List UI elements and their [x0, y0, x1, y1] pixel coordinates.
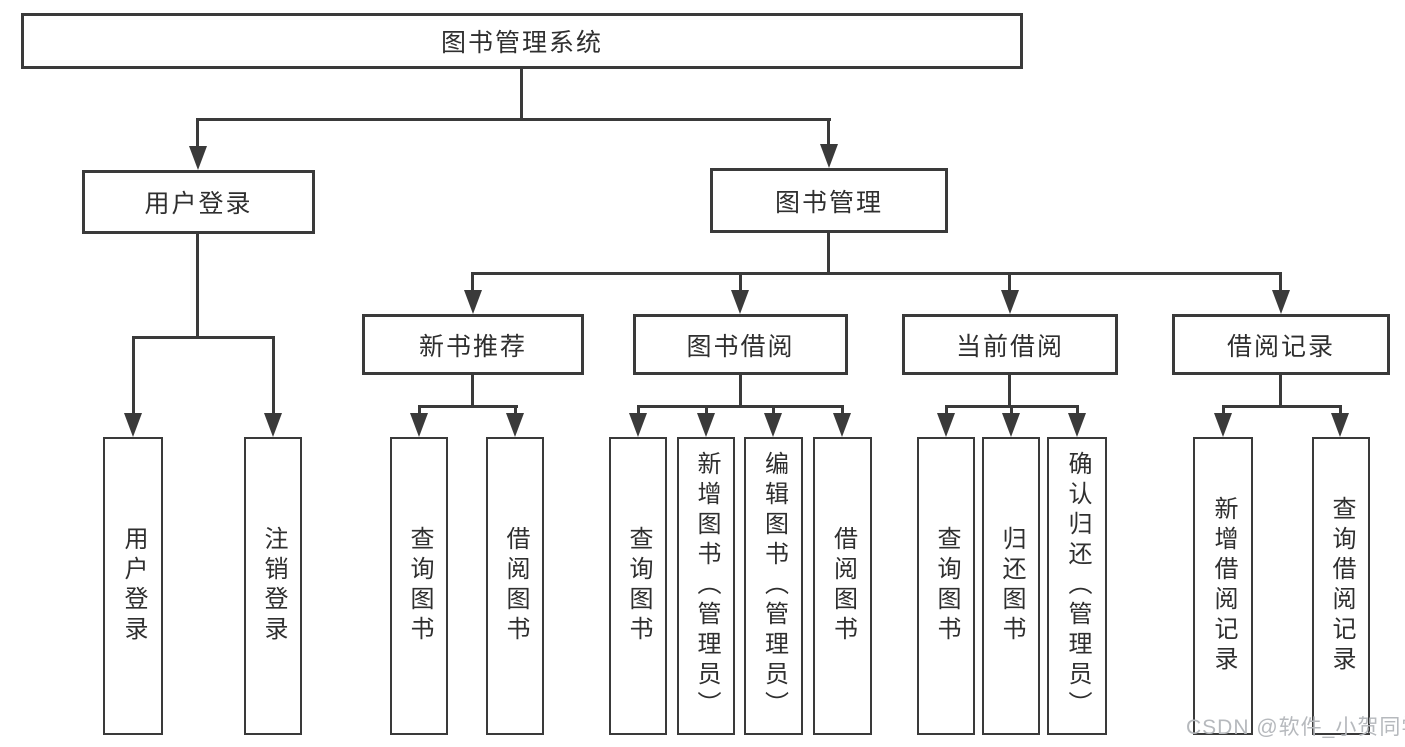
arrow-down-icon	[833, 413, 851, 437]
leaf-confirm-return-admin-label: 确认归还（管理员）	[1064, 451, 1091, 721]
node-current-borrowing-label: 当前借阅	[955, 332, 1064, 361]
connector-drop-level3	[471, 272, 474, 292]
connector-drop-leaf	[1339, 405, 1342, 417]
leaf-query-books-current: 查询图书	[917, 437, 975, 735]
node-book-borrowing: 图书借阅	[633, 314, 848, 375]
arrow-down-icon	[1331, 413, 1349, 437]
connector-recommend-stem	[471, 375, 474, 405]
connector-drop-book-management	[827, 118, 830, 146]
connector-drop-leaf	[272, 336, 275, 415]
leaf-logout: 注销登录	[244, 437, 302, 735]
connector-mgmt-split	[471, 272, 1282, 275]
node-user-login-label: 用户登录	[144, 190, 253, 218]
connector-mgmt-stem	[827, 233, 830, 272]
connector-drop-leaf	[1010, 405, 1013, 417]
node-root: 图书管理系统	[21, 13, 1023, 69]
leaf-query-books-borrow-label: 查询图书	[625, 526, 652, 646]
connector-borrow-split	[637, 405, 844, 408]
connector-drop-leaf	[132, 336, 135, 415]
leaf-borrow-books-label: 借阅图书	[829, 526, 857, 646]
connector-user-split	[132, 336, 275, 339]
connector-drop-leaf	[637, 405, 640, 417]
leaf-confirm-return-admin: 确认归还（管理员）	[1047, 437, 1107, 735]
leaf-edit-books-admin-label: 编辑图书（管理员）	[760, 451, 788, 721]
leaf-edit-books-admin: 编辑图书（管理员）	[744, 437, 803, 735]
leaf-query-books-current-label: 查询图书	[933, 526, 960, 646]
leaf-borrow-books: 借阅图书	[813, 437, 872, 735]
connector-root-stem	[520, 69, 523, 118]
node-book-management: 图书管理	[710, 168, 948, 233]
arrow-down-icon	[410, 413, 428, 437]
leaf-add-books-admin: 新增图书（管理员）	[677, 437, 735, 735]
connector-drop-leaf	[705, 405, 708, 417]
node-root-label: 图书管理系统	[440, 29, 603, 57]
arrow-down-icon	[1068, 413, 1086, 437]
connector-record-stem	[1279, 375, 1282, 405]
connector-drop-leaf	[945, 405, 948, 417]
arrow-down-icon	[124, 413, 142, 437]
connector-root-split	[196, 118, 831, 121]
leaf-borrow-books-recommend: 借阅图书	[486, 437, 544, 735]
leaf-add-borrow-record: 新增借阅记录	[1193, 437, 1253, 735]
connector-drop-leaf	[514, 405, 517, 417]
arrow-down-icon	[731, 290, 749, 314]
node-new-book-recommend-label: 新书推荐	[418, 332, 527, 361]
node-borrowing-records-label: 借阅记录	[1226, 332, 1335, 361]
arrow-down-icon	[264, 413, 282, 437]
connector-record-split	[1222, 405, 1342, 408]
connector-drop-leaf	[1076, 405, 1079, 417]
connector-recommend-split	[418, 405, 518, 408]
node-new-book-recommend: 新书推荐	[362, 314, 584, 375]
node-book-borrowing-label: 图书借阅	[686, 332, 795, 361]
connector-drop-leaf	[418, 405, 421, 417]
arrow-down-icon	[464, 290, 482, 314]
arrow-down-icon	[1214, 413, 1232, 437]
connector-drop-leaf	[841, 405, 844, 417]
connector-drop-leaf	[772, 405, 775, 417]
leaf-borrow-books-recommend-label: 借阅图书	[502, 526, 529, 646]
arrow-down-icon	[189, 146, 207, 170]
connector-borrow-stem	[739, 375, 742, 405]
leaf-add-borrow-record-label: 新增借阅记录	[1210, 496, 1237, 676]
node-borrowing-records: 借阅记录	[1172, 314, 1390, 375]
connector-drop-level3	[1279, 272, 1282, 292]
leaf-user-login-label: 用户登录	[120, 526, 147, 646]
node-user-login: 用户登录	[82, 170, 315, 234]
leaf-query-books-recommend-label: 查询图书	[406, 526, 433, 646]
leaf-user-login: 用户登录	[103, 437, 163, 735]
arrow-down-icon	[1001, 290, 1019, 314]
arrow-down-icon	[937, 413, 955, 437]
leaf-query-books-recommend: 查询图书	[390, 437, 448, 735]
csdn-watermark: CSDN @软件_小贺同学	[1186, 716, 1405, 739]
arrow-down-icon	[764, 413, 782, 437]
arrow-down-icon	[697, 413, 715, 437]
connector-user-stem	[196, 234, 199, 336]
leaf-query-borrow-record: 查询借阅记录	[1312, 437, 1370, 735]
node-book-management-label: 图书管理	[774, 188, 883, 217]
leaf-logout-label: 注销登录	[260, 526, 287, 646]
arrow-down-icon	[1002, 413, 1020, 437]
arrow-down-icon	[629, 413, 647, 437]
connector-current-stem	[1008, 375, 1011, 405]
leaf-return-books-label: 归还图书	[998, 526, 1025, 646]
arrow-down-icon	[820, 144, 838, 168]
leaf-return-books: 归还图书	[982, 437, 1040, 735]
connector-drop-level3	[739, 272, 742, 292]
leaf-query-borrow-record-label: 查询借阅记录	[1328, 496, 1355, 676]
connector-drop-leaf	[1222, 405, 1225, 417]
connector-drop-user-login	[196, 118, 199, 148]
connector-drop-level3	[1008, 272, 1011, 292]
arrow-down-icon	[506, 413, 524, 437]
leaf-query-books-borrow: 查询图书	[609, 437, 667, 735]
node-current-borrowing: 当前借阅	[902, 314, 1118, 375]
arrow-down-icon	[1272, 290, 1290, 314]
leaf-add-books-admin-label: 新增图书（管理员）	[693, 451, 720, 721]
